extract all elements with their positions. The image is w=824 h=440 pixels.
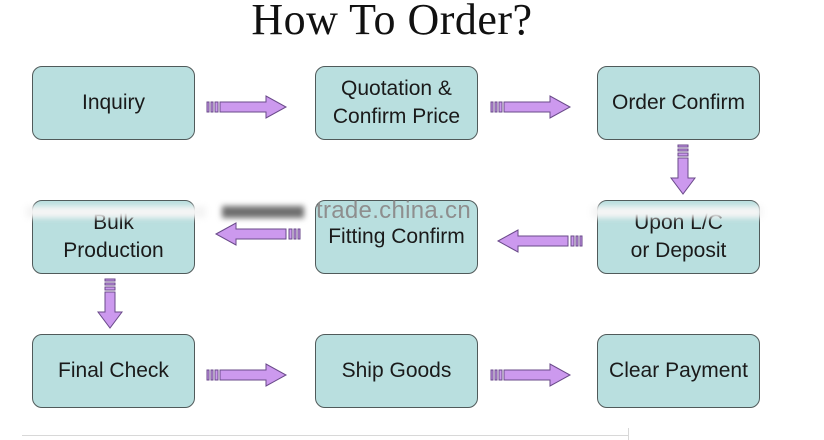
blur-overlay-left [26, 206, 206, 218]
arrow-left-icon [214, 222, 301, 246]
bottom-border [22, 435, 628, 436]
arrow-down-icon [670, 144, 696, 195]
step-order-confirm: Order Confirm [597, 66, 760, 140]
blur-overlay-right [592, 206, 762, 218]
arrow-left-icon [496, 229, 583, 253]
step-clear-payment: Clear Payment [597, 334, 760, 408]
arrow-down-icon [97, 278, 123, 329]
step-final-check: Final Check [32, 334, 195, 408]
blur-overlay-center [222, 206, 304, 218]
page-title: How To Order? [251, 0, 533, 44]
bottom-border-corner [628, 428, 629, 440]
arrow-right-icon [490, 363, 572, 387]
watermark-text: trade.china.cn [316, 197, 471, 224]
arrow-right-icon [206, 95, 288, 119]
step-quotation: Quotation & Confirm Price [315, 66, 478, 140]
arrow-right-icon [490, 95, 572, 119]
step-fitting-confirm: Fitting Confirm [315, 200, 478, 274]
step-inquiry: Inquiry [32, 66, 195, 140]
step-ship-goods: Ship Goods [315, 334, 478, 408]
arrow-right-icon [206, 363, 288, 387]
